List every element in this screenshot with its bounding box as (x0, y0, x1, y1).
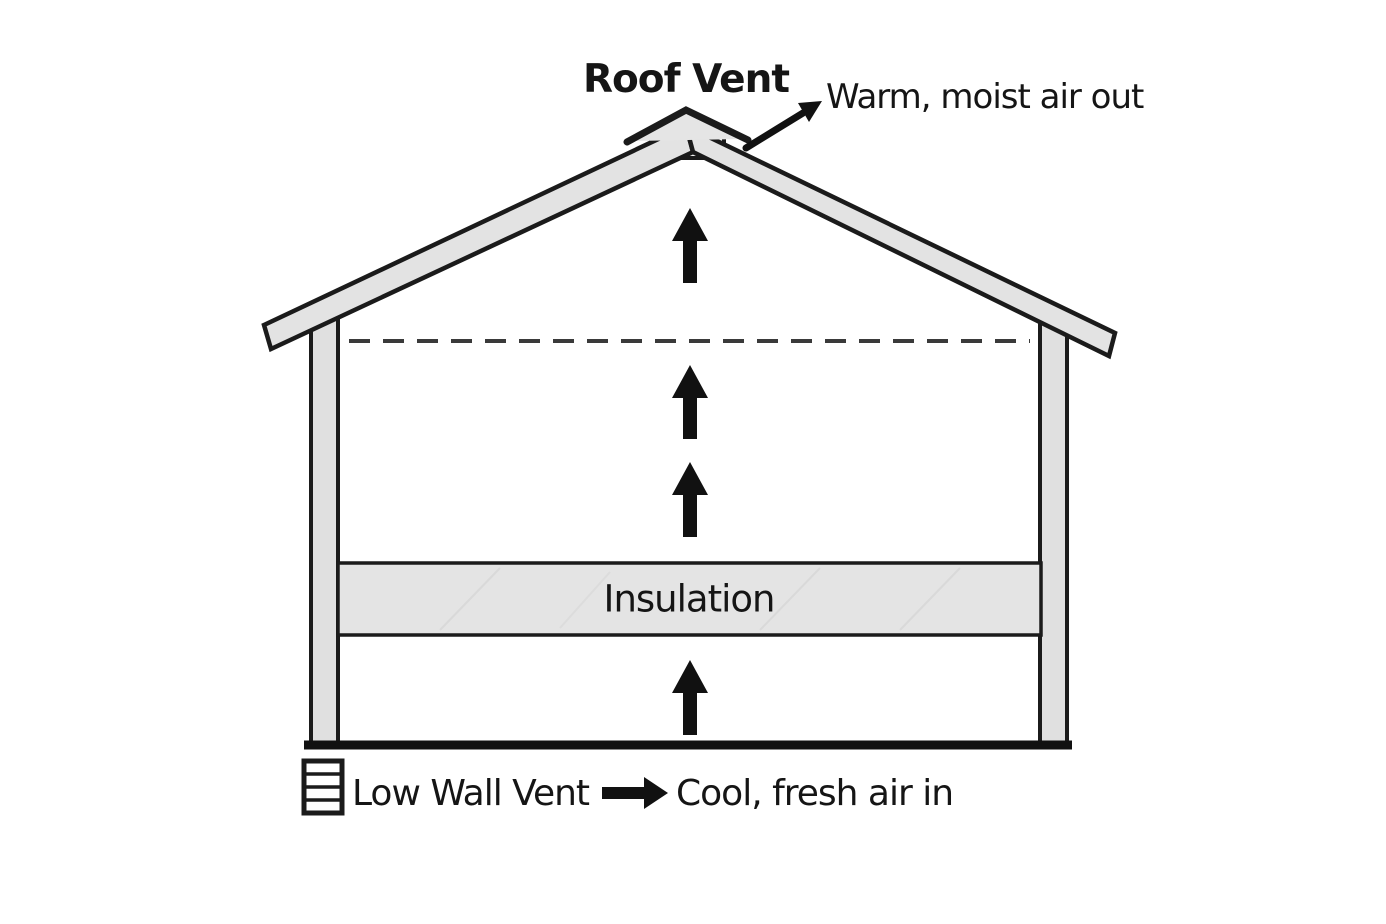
insulation-band (336, 561, 1043, 637)
right-arrow-icon (602, 777, 668, 809)
roof-vent-label: Roof Vent (582, 57, 790, 102)
up-arrow-icon (672, 208, 708, 283)
diagonal-arrow-icon (742, 101, 822, 152)
up-arrow-icon (672, 462, 708, 537)
cool-air-in-label: Cool, fresh air in (676, 773, 954, 814)
low-wall-vent-label: Low Wall Vent (352, 773, 590, 814)
low-wall-vent-icon (301, 758, 345, 816)
left-wall (309, 302, 340, 747)
up-arrow-icon (672, 365, 708, 439)
roof-vent-cap-icon (623, 106, 752, 146)
roof-structure (261, 121, 1118, 360)
right-wall (1038, 309, 1069, 747)
up-arrow-icon (672, 660, 708, 735)
warm-air-out-label: Warm, moist air out (826, 77, 1144, 117)
insulation-label: Insulation (603, 577, 776, 621)
